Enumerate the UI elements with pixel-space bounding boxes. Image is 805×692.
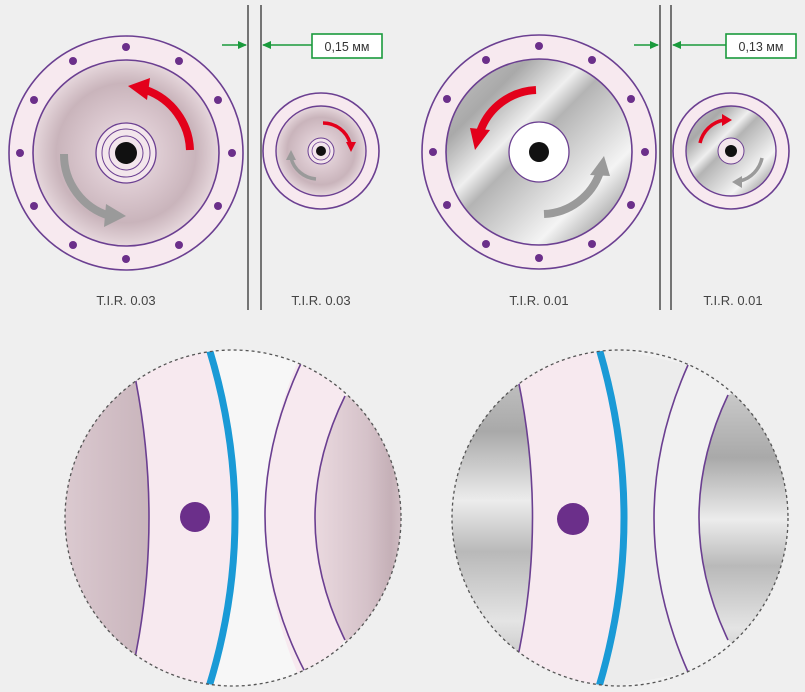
- shaft-hole: [115, 142, 137, 164]
- large-wheel-polished: [421, 34, 657, 270]
- gap-value-box: [725, 33, 797, 59]
- small-wheel-label-left: T.I.R. 0.03: [291, 293, 350, 308]
- shaft-hole: [529, 142, 549, 162]
- magnified-contact-rough: [64, 349, 402, 687]
- small-wheel-label-right: T.I.R. 0.01: [703, 293, 762, 308]
- bolt-hole-magnified: [180, 502, 210, 532]
- magnified-contact-polished: [451, 349, 789, 687]
- large-wheel-label-left: T.I.R. 0.03: [96, 293, 155, 308]
- large-wheel-label-right: T.I.R. 0.01: [509, 293, 568, 308]
- small-wheel-polished: [672, 92, 790, 210]
- large-wheel-rough: [8, 35, 244, 271]
- gap-indicator-right: 0,13 мм: [634, 5, 797, 310]
- rotation-arrow-red: [144, 86, 194, 151]
- bolt-holes: [16, 43, 236, 263]
- gap-value-label: 0,15 мм: [325, 40, 370, 54]
- rotation-arrow-gray: [59, 153, 112, 220]
- bolt-holes: [429, 42, 649, 262]
- gap-value-label: 0,13 мм: [739, 40, 784, 54]
- bolt-hole-magnified: [557, 503, 589, 535]
- gap-value-box: [311, 33, 383, 59]
- magnifier-outline: [451, 349, 789, 687]
- magnifier-outline: [64, 349, 402, 687]
- gap-indicator-left: 0,15 мм: [222, 5, 383, 310]
- small-wheel-rough: [262, 92, 380, 210]
